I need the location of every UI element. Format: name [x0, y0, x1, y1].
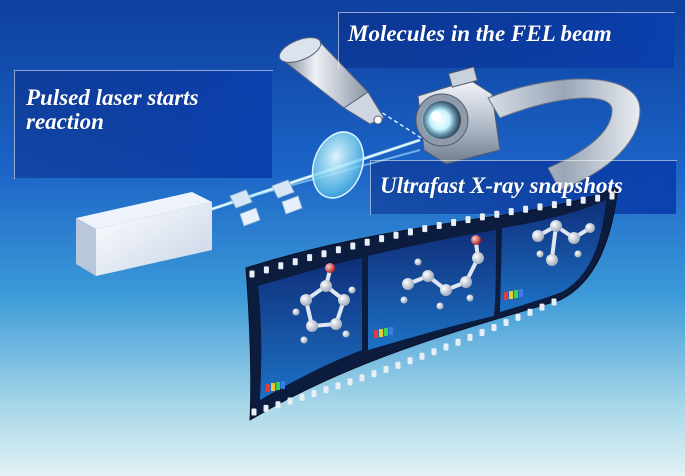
laser-label: Pulsed laser starts reaction	[26, 85, 199, 135]
pulsed-laser-icon	[76, 192, 212, 276]
sprocket-hole-bottom	[359, 374, 365, 382]
sprocket-hole-top	[479, 213, 485, 221]
sprocket-hole-top	[537, 203, 543, 211]
sprocket-hole-bottom	[263, 404, 269, 412]
sprocket-hole-top	[422, 225, 428, 233]
sprocket-hole-bottom	[299, 393, 305, 401]
optics-crystals-icon	[229, 179, 303, 227]
sprocket-hole-top	[350, 242, 356, 250]
sprocket-hole-top	[321, 250, 327, 258]
camera-icon	[415, 66, 501, 165]
sprocket-hole-top	[307, 254, 313, 262]
sprocket-hole-top	[379, 235, 385, 243]
sprocket-hole-top	[580, 196, 586, 204]
sprocket-hole-top	[335, 246, 341, 254]
sprocket-hole-bottom	[419, 352, 425, 360]
film-color-bars	[266, 289, 523, 392]
fel-nozzle-icon	[278, 37, 385, 125]
sprocket-hole-bottom	[515, 313, 521, 321]
film-frame-2	[368, 230, 496, 350]
sprocket-hole-top	[263, 266, 269, 274]
sprocket-hole-top	[465, 216, 471, 224]
sprocket-hole-bottom	[311, 390, 317, 398]
sprocket-hole-bottom	[479, 329, 485, 337]
molecule-opening-icon	[400, 235, 484, 310]
sprocket-hole-top	[551, 201, 557, 209]
laser-label-line-2: reaction	[26, 109, 104, 135]
lens-icon	[311, 131, 365, 199]
sprocket-hole-bottom	[275, 401, 281, 409]
molecule-chain-icon	[532, 220, 595, 266]
sprocket-hole-bottom	[539, 303, 545, 311]
molecules-label: Molecules in the FEL beam	[348, 21, 612, 46]
laser-label-frame	[14, 70, 273, 179]
film-sprocket-holes	[249, 192, 615, 416]
sprocket-hole-top	[407, 228, 413, 236]
sprocket-hole-bottom	[371, 370, 377, 378]
sprocket-hole-top	[508, 208, 514, 216]
sprocket-hole-bottom	[335, 382, 341, 390]
laser-label-box	[14, 70, 272, 178]
sprocket-hole-bottom	[491, 324, 497, 332]
sprocket-hole-bottom	[383, 365, 389, 373]
sprocket-hole-bottom	[503, 318, 509, 326]
xray-label-frame	[370, 160, 677, 215]
sprocket-hole-bottom	[551, 298, 557, 306]
sprocket-hole-top	[278, 262, 284, 270]
sprocket-hole-top	[393, 231, 399, 239]
xray-label: Ultrafast X-ray snapshots	[380, 173, 623, 198]
sprocket-hole-top	[249, 270, 255, 278]
xray-label-box	[370, 160, 676, 214]
sprocket-hole-bottom	[431, 348, 437, 356]
sprocket-hole-top	[494, 210, 500, 218]
sprocket-hole-bottom	[287, 397, 293, 405]
molecule-ring-icon	[292, 263, 356, 344]
sprocket-hole-top	[595, 194, 601, 202]
sprocket-hole-top	[609, 192, 615, 200]
molecules-label-frame	[338, 12, 675, 69]
sprocket-hole-bottom	[443, 343, 449, 351]
sprocket-hole-top	[451, 218, 457, 226]
sprocket-hole-bottom	[347, 378, 353, 386]
molecules-label-box	[338, 12, 674, 68]
film-band	[487, 78, 641, 191]
sprocket-hole-top	[436, 221, 442, 229]
sprocket-hole-top	[364, 238, 370, 246]
sprocket-hole-bottom	[527, 308, 533, 316]
sprocket-hole-bottom	[251, 408, 257, 416]
sprocket-hole-bottom	[455, 338, 461, 346]
sprocket-hole-top	[523, 205, 529, 213]
sprocket-hole-bottom	[323, 386, 329, 394]
sprocket-hole-top	[566, 198, 572, 206]
sprocket-hole-bottom	[407, 357, 413, 365]
sprocket-hole-top	[292, 258, 298, 266]
sprocket-hole-bottom	[467, 333, 473, 341]
sprocket-hole-bottom	[395, 361, 401, 369]
laser-label-line-1: Pulsed laser starts	[26, 85, 199, 110]
